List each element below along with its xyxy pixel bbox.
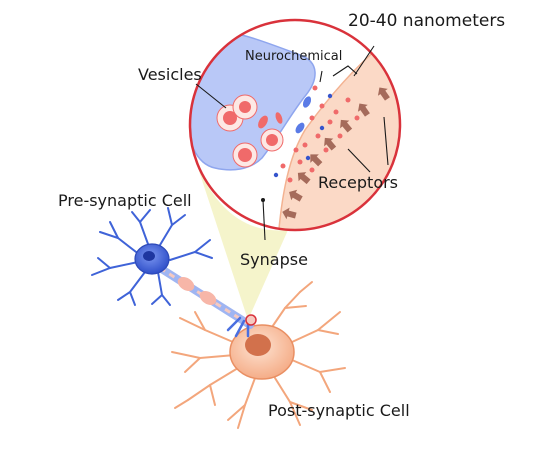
vesicles	[216, 94, 284, 168]
presynaptic-dendrites	[91, 207, 213, 306]
leader-lines	[195, 45, 389, 241]
postsynaptic-nucleus	[245, 334, 271, 356]
synapse-label: Synapse	[240, 250, 308, 269]
postsynaptic-dendrites	[171, 281, 346, 429]
zoom-cone	[198, 168, 288, 320]
synapse-marker	[261, 198, 265, 202]
presynaptic-label: Pre-synaptic Cell	[58, 191, 192, 210]
receptors	[282, 87, 390, 220]
neurochemical-label: Neurochemical	[245, 49, 342, 64]
distance-label: 20-40 nanometers	[348, 11, 505, 31]
postsynaptic-label: Post-synaptic Cell	[268, 401, 410, 420]
vesicles-label: Vesicles	[138, 65, 202, 84]
receptors-label: Receptors	[318, 173, 398, 192]
neurochemical-molecules	[280, 85, 360, 183]
axon	[156, 264, 257, 338]
magnifier-ring	[188, 18, 402, 232]
presynaptic-nucleus	[143, 251, 155, 261]
